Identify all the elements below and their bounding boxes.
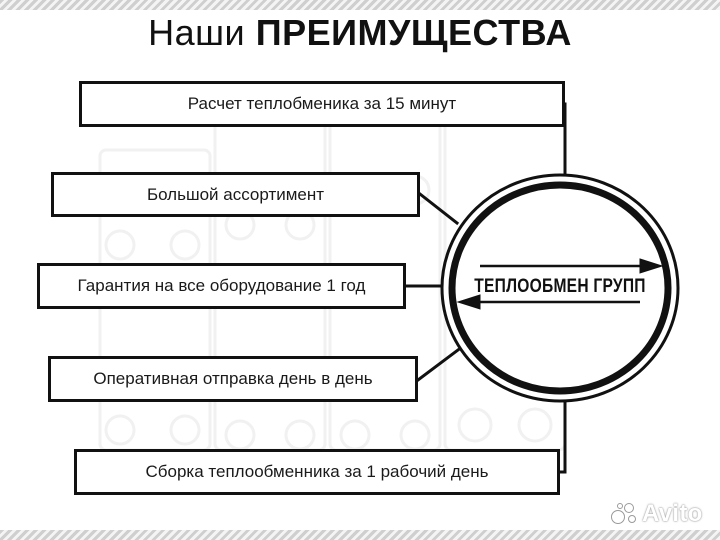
bottom-hatched-border (0, 530, 720, 540)
connector-line-upper (417, 191, 460, 226)
advantage-box-assortment: Большой ассортимент (51, 172, 420, 217)
advantage-box-calculation: Расчет теплобменика за 15 минут (79, 81, 565, 127)
connector-line-bottom (558, 398, 567, 474)
advantage-box-assembly: Сборка теплообменника за 1 рабочий день (74, 449, 560, 495)
company-logo-name: ТЕПЛООБМЕН ГРУПП (474, 276, 646, 297)
top-hatched-border (0, 0, 720, 10)
advantage-label: Гарантия на все оборудование 1 год (77, 276, 366, 295)
title-emphasis: ПРЕИМУЩЕСТВА (255, 12, 572, 53)
double-arrow-logo-icon (456, 258, 664, 310)
company-logo-circle (440, 173, 680, 403)
advantage-label: Большой ассортимент (146, 184, 325, 204)
title-prefix: Наши (148, 12, 246, 53)
advantage-label: Сборка теплообменника за 1 рабочий день (145, 462, 489, 481)
advantage-box-warranty: Гарантия на все оборудование 1 год (37, 263, 406, 309)
page-title: Наши ПРЕИМУЩЕСТВА (0, 12, 720, 54)
watermark-text: Avito (642, 500, 703, 527)
advantage-label: Оперативная отправка день в день (93, 369, 373, 388)
avito-dots-icon (611, 503, 636, 524)
connector-line-lower (415, 347, 461, 383)
advantage-label: Расчет теплобменика за 15 минут (187, 94, 457, 113)
advantage-box-shipping: Оперативная отправка день в день (48, 356, 418, 402)
avito-watermark: Avito (610, 499, 715, 529)
